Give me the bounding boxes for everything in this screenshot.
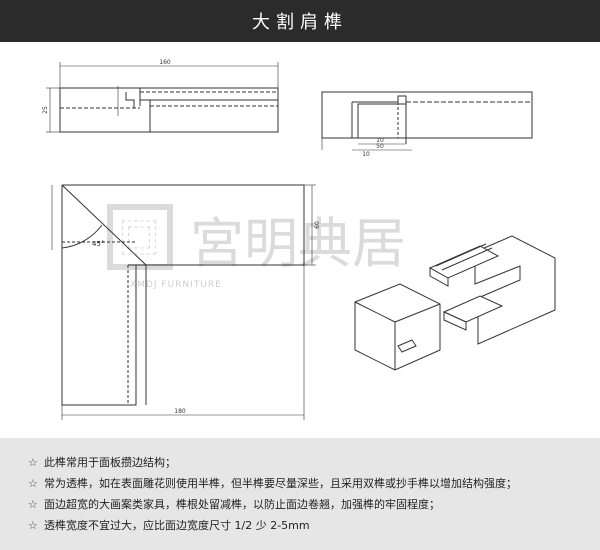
angle-label: 45° <box>92 240 104 248</box>
star-icon: ☆ <box>28 498 38 511</box>
top-right-dim-a: 10 <box>376 137 384 144</box>
top-right-side-view <box>321 91 533 151</box>
iso-mortise <box>397 339 417 353</box>
top-left-height-label: 25 <box>42 106 49 114</box>
notes-panel: ☆ 此榫常用于面板攒边结构； ☆ 常为透榫，如在表面雕花则使用半榫，但半榫要尽量深些… <box>0 438 600 550</box>
notes-list: ☆ 此榫常用于面板攒边结构； ☆ 常为透榫，如在表面雕花则使用半榫，但半榫要尽量深些… <box>0 438 600 536</box>
top-left-elevation <box>46 62 279 133</box>
main-height-label: 60 <box>314 221 321 229</box>
top-left-width-label: 160 <box>159 59 171 66</box>
note-item: ☆ 此榫常用于面板攒边结构； <box>28 452 600 473</box>
watermark-logo-mark: ⿴ <box>120 217 158 261</box>
top-right-dim-c: 10 <box>362 151 370 158</box>
star-icon: ☆ <box>28 477 38 490</box>
watermark: ⿴ 宮明典居 XMDJ FURNITURE <box>107 204 406 290</box>
star-icon: ☆ <box>28 456 38 469</box>
page-title: 大割肩榫 <box>252 12 348 33</box>
note-item: ☆ 常为透榫，如在表面雕花则使用半榫，但半榫要尽量深些，且采用双榫或抄手榫以增加结… <box>28 473 600 494</box>
top-right-dim-b: 50 <box>376 143 384 150</box>
isometric-view <box>354 235 556 371</box>
side-view-body <box>321 91 533 139</box>
main-width-label: 180 <box>174 408 186 415</box>
watermark-chinese: 宮明典居 <box>190 212 406 275</box>
angle-arc <box>61 224 103 249</box>
page-title-bar: 大割肩榫 <box>0 0 600 42</box>
note-text: 面边超宽的大画案类家具，榫根处留减榫，以防止面边卷翘，加强榫的牢固程度； <box>44 498 440 511</box>
note-text: 常为透榫，如在表面雕花则使用半榫，但半榫要尽量深些，且采用双榫或抄手榫以增加结构… <box>44 477 517 490</box>
plan-view <box>51 184 316 420</box>
note-item: ☆ 面边超宽的大画案类家具，榫根处留减榫，以防止面边卷翘，加强榫的牢固程度； <box>28 494 600 515</box>
iso-lower-block <box>354 283 441 371</box>
watermark-logo <box>107 204 173 270</box>
note-text: 透榫宽度不宜过大，应比面边宽度尺寸 1/2 少 2-5mm <box>44 519 310 532</box>
technical-drawing: ⿴ 宮明典居 XMDJ FURNITURE <box>0 42 600 438</box>
iso-upper-piece <box>474 235 556 345</box>
joint-drawing-svg: ⿴ 宮明典居 XMDJ FURNITURE <box>42 59 556 420</box>
star-icon: ☆ <box>28 519 38 532</box>
elevation-body <box>59 87 279 133</box>
note-item: ☆ 透榫宽度不宜过大，应比面边宽度尺寸 1/2 少 2-5mm <box>28 515 600 536</box>
watermark-english: XMDJ FURNITURE <box>130 280 222 290</box>
note-text: 此榫常用于面板攒边结构； <box>44 456 176 469</box>
